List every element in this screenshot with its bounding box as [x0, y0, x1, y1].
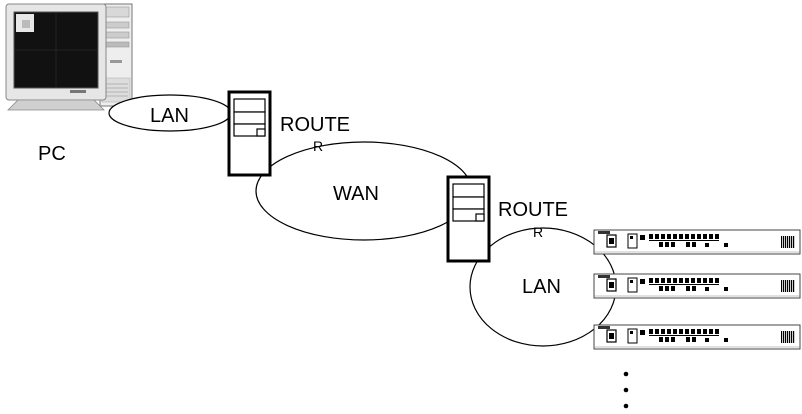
- pc-tower: [99, 3, 133, 107]
- switch-unit-2: [593, 273, 801, 299]
- wan-label: WAN: [333, 183, 379, 205]
- pc-monitor: [5, 3, 107, 111]
- router-top: ROUTE R: [227, 90, 350, 177]
- router-bottom-cut-label: R: [533, 224, 543, 240]
- router-bottom: ROUTE R: [446, 175, 568, 263]
- router-top-cut-label: R: [313, 138, 323, 154]
- lan-bottom-label: LAN: [522, 276, 561, 298]
- lan-cloud-top: LAN: [108, 94, 232, 132]
- switch-unit-3: [593, 324, 801, 350]
- switch-unit-1: [593, 229, 801, 255]
- ellipsis-dot: [623, 403, 629, 409]
- ellipsis-dot: [623, 387, 629, 393]
- wan-cloud: WAN: [255, 141, 473, 241]
- continuation-ellipsis: [623, 371, 629, 409]
- lan-top-label: LAN: [150, 105, 189, 127]
- pc-label: PC: [38, 143, 66, 165]
- router-bottom-label: ROUTE: [498, 199, 568, 221]
- router-top-label: ROUTE: [280, 114, 350, 136]
- pc-computer: PC: [5, 3, 133, 165]
- ellipsis-dot: [623, 371, 629, 377]
